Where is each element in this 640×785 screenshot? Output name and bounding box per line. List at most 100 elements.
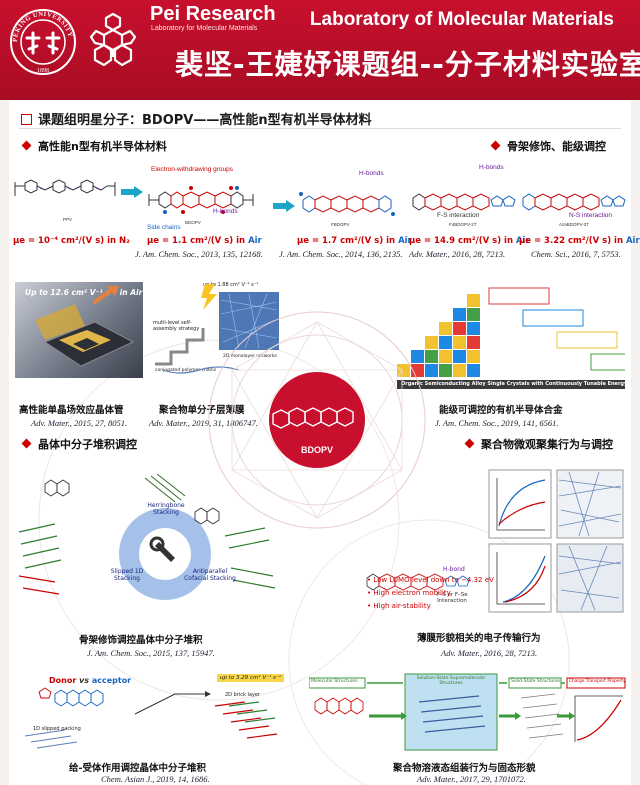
crystal-packing-diagram-icon: [18, 473, 276, 600]
note-side-chains: Side chains: [147, 224, 181, 231]
bullet-high-mobility: • High electron mobility: [367, 589, 451, 597]
lego-brick: [425, 364, 438, 377]
herringbone-label: Herringbone Stacking: [147, 502, 185, 516]
subhead-n-type: 高性能n型有机半导体材料: [21, 138, 167, 154]
molecule-name: FBDOPV: [331, 222, 350, 227]
diamond-bullet-icon: [21, 438, 32, 449]
peking-university-seal-icon: PEKING UNIVERSITY 1898: [10, 9, 76, 75]
film-strategy-label: multi-level self-assembly strategy: [153, 320, 200, 332]
reference: Adv. Mater., 2016, 28, 7213.: [409, 249, 506, 259]
lego-brick: [467, 308, 480, 321]
lego-brick: [453, 322, 466, 335]
transistor-caption: 高性能单晶场效应晶体管: [19, 405, 124, 416]
mobility-ppv: μe = 10⁻⁴ cm²/(V s) in N₂: [13, 236, 130, 246]
polymer-caption: 薄膜形貌相关的电子传输行为: [417, 633, 541, 644]
title-divider: [19, 128, 621, 129]
lego-brick: [467, 364, 480, 377]
lego-brick: [439, 336, 452, 349]
crystal-reference: J. Am. Chem. Soc., 2015, 137, 15947.: [87, 648, 215, 658]
diamond-bullet-icon: [490, 140, 501, 151]
group-subtitle: Laboratory for Molecular Materials: [151, 25, 258, 32]
step-molecular: Molecular Structures: [311, 679, 358, 684]
donor-acceptor-image: Donor vs acceptor up to 3.29 cm² V⁻¹ s⁻¹…: [15, 672, 295, 752]
arrow-right-icon: [121, 186, 143, 198]
ppv-structure-icon: [14, 179, 116, 196]
alloy-molecule-frame: [590, 353, 625, 371]
assembly-flow-image: Molecular Structures Solution-State Supr…: [309, 672, 627, 754]
molecule-row: PPV μe = 10⁻⁴ cm²/(V s) in N₂ Electron-w…: [11, 160, 640, 260]
molecule-name: BDOPV: [185, 220, 201, 225]
donor-acceptor-diagram-icon: [24, 687, 278, 749]
lego-brick: [453, 336, 466, 349]
film-chains-label: conjugated polymer chains: [155, 368, 217, 373]
lego-brick: [425, 350, 438, 363]
lego-brick: [439, 322, 452, 335]
subhead-skeleton: 骨架修饰、能级调控: [490, 138, 606, 154]
lego-brick: [425, 336, 438, 349]
lego-brick: [411, 350, 424, 363]
lego-brick: [467, 294, 480, 307]
assembly-flow-diagram-icon: [309, 673, 626, 751]
bullet-low-lumo: • Low LUMO level down to −4.32 eV: [367, 576, 494, 584]
note-hbonds: H-bonds: [359, 170, 384, 177]
reference: J. Am. Chem. Soc., 2013, 135, 12168.: [135, 249, 263, 259]
header-banner: PEKING UNIVERSITY 1898 Pei Research Labo…: [0, 0, 640, 100]
polymer-reference: Adv. Mater., 2016, 28, 7213.: [441, 648, 538, 658]
lego-brick: [453, 308, 466, 321]
mobility-fbdopv: μe = 1.7 cm²/(V s) in Air: [297, 236, 412, 246]
polymer-film-image: up to 1.88 cm² V⁻¹ s⁻¹ multi-level self-…: [149, 280, 283, 384]
molecule-name: PPV: [63, 217, 73, 222]
donor-reference: Chem. Asian J., 2019, 14, 1686.: [101, 774, 210, 784]
mobility-bdopv: μe = 1.1 cm²/(V s) in Air: [147, 236, 262, 246]
transistor-device-icon: [35, 286, 135, 367]
polymer-hbond-label: H-bond: [443, 566, 465, 573]
note-hbonds: H-bonds: [479, 164, 504, 171]
bdopv-structure-icon: [148, 186, 254, 214]
polymer-aggregation-diagram-icon: [366, 469, 624, 613]
alloy-image: Organic Semiconducting Alloy Single Crys…: [393, 280, 625, 390]
donor-caption: 给-受体作用调控晶体中分子堆积: [69, 763, 206, 774]
lego-brick: [467, 322, 480, 335]
alloy-lego-icon: [397, 287, 625, 377]
crystal-caption: 骨架修饰调控晶体中分子堆积: [79, 635, 203, 646]
lego-brick: [467, 336, 480, 349]
alloy-caption: 能级可调控的有机半导体合金: [439, 405, 563, 416]
film-network-label: 2D monolayer networks: [223, 354, 277, 359]
subhead-crystal-packing: 晶体中分子堆积调控: [21, 436, 137, 452]
step-transport: Charge Transport Property: [569, 679, 626, 684]
step-solid: Solid-State Structures: [511, 679, 561, 684]
azabdopv-structure-icon: [522, 193, 626, 211]
lego-brick: [453, 350, 466, 363]
molecule-name: AzaBDOPV-2T: [559, 222, 590, 227]
lab-title: Laboratory of Molecular Materials: [309, 9, 614, 30]
antiparallel-label: Antiparallel Cofacial Stacking: [184, 568, 236, 582]
note-ns-interaction: N-S interaction: [569, 212, 612, 219]
film-network-icon: [155, 284, 279, 374]
mobility-f4bdopv: μe = 14.9 cm²/(V s) in Air: [409, 236, 530, 246]
bullet-air-stability: • High air-stability: [367, 602, 431, 610]
lego-brick: [467, 350, 480, 363]
molecule-card-ppv: PPV μe = 10⁻⁴ cm²/(V s) in N₂: [11, 160, 130, 260]
center-label: BDOPV: [301, 445, 333, 455]
diamond-bullet-icon: [464, 438, 475, 449]
polymer-interaction-label: F–S or F–Se Interaction: [436, 592, 468, 604]
alloy-banner: Organic Semiconducting Alloy Single Crys…: [397, 380, 625, 389]
step-solution: Solution-State Supramolecular Structures: [416, 676, 486, 686]
chinese-title: 裴坚-王婕妤课题组--分子材料实验室: [175, 48, 640, 81]
assembly-caption: 聚合物溶液态组装行为与固态形貌: [393, 763, 536, 774]
molecule-name: F4BDOPV-2T: [449, 222, 477, 227]
group-name: Pei Research: [150, 3, 276, 25]
polymer-aggregation-image: H-bond F–S or F–Se Interaction: [359, 466, 627, 616]
truxene-molecule-logo-icon: [89, 12, 137, 67]
note-hbonds: H-bonds: [213, 208, 238, 215]
svg-text:1898: 1898: [37, 68, 49, 74]
polymer-bullets: • Low LUMO level down to −4.32 eV • High…: [367, 576, 494, 610]
molecule-card-bdopv: Electron-withdrawing groups: [135, 160, 277, 260]
alloy-molecule-frame: [556, 331, 618, 349]
mobility-azabdopv: μe = 3.22 cm²/(V s) in Air: [519, 236, 640, 246]
lego-brick: [453, 364, 466, 377]
lego-brick: [439, 364, 452, 377]
transistor-reference: Adv. Mater., 2015, 27, 8051.: [31, 418, 128, 428]
checkbox-square-icon: [21, 114, 32, 125]
